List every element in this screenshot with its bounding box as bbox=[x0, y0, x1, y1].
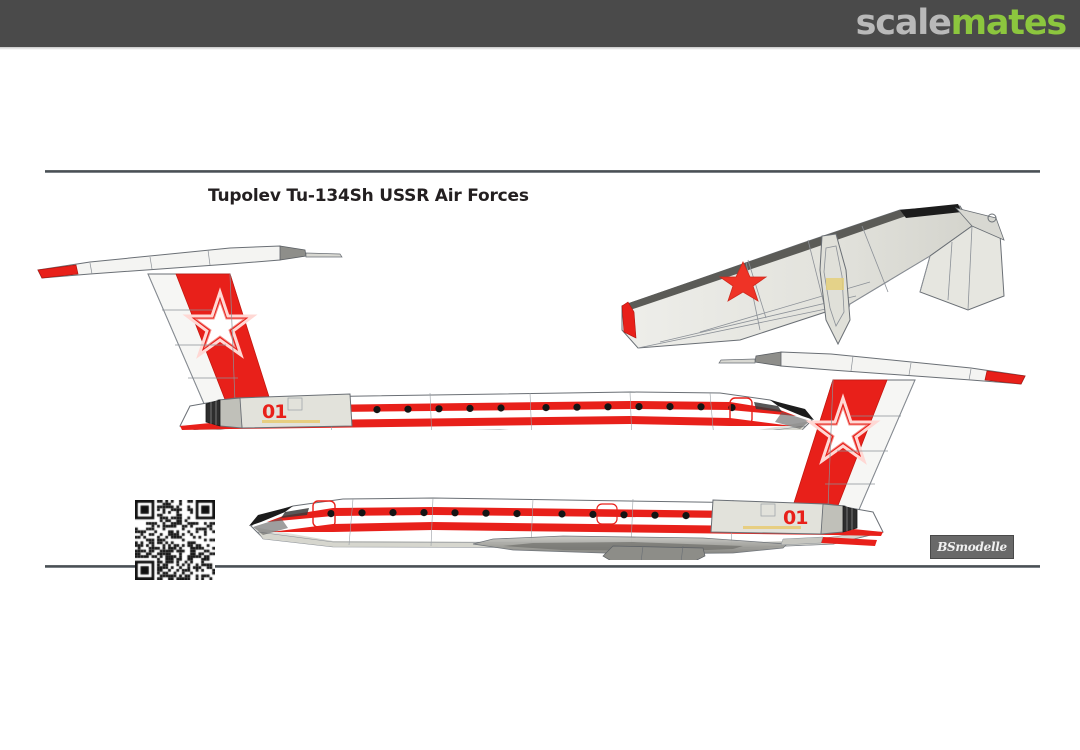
aircraft-profile-lower: 01 bbox=[249, 351, 1026, 560]
cabin-windows-upper bbox=[342, 403, 736, 414]
decal-sheet-artwork: Tupolev Tu-134Sh USSR Air Forces BSmodel… bbox=[0, 50, 1080, 750]
bort-number-upper: 01 bbox=[262, 401, 286, 423]
door-outline-upper bbox=[729, 397, 753, 425]
wing-star bbox=[718, 261, 768, 302]
vertical-fin-lower bbox=[792, 379, 916, 513]
bort-number-lower: 01 bbox=[783, 507, 807, 529]
header-shadow bbox=[0, 47, 1080, 50]
scalemates-logo[interactable]: scalemates bbox=[855, 3, 1068, 44]
divider-bottom bbox=[45, 565, 1040, 568]
door-outline-lower-nose bbox=[312, 500, 336, 528]
engine-nacelle-lower: 01 bbox=[710, 499, 858, 535]
wing-side-lower bbox=[472, 535, 877, 560]
qr-code[interactable] bbox=[135, 500, 215, 580]
logo-text-scale: scale bbox=[855, 3, 952, 43]
site-header-bar: scalemates bbox=[0, 0, 1080, 47]
watermark-bsmodelle: BSmodelle bbox=[930, 535, 1014, 559]
divider-top bbox=[45, 170, 1040, 173]
wing-upper-surface bbox=[621, 205, 973, 349]
horizontal-stabilizer-upper bbox=[37, 245, 343, 279]
engine-nacelle-upper: 01 bbox=[205, 393, 353, 429]
artwork-title: Tupolev Tu-134Sh USSR Air Forces bbox=[208, 186, 529, 206]
aircraft-profile-upper: 01 bbox=[37, 245, 814, 430]
logo-text-mates: mates bbox=[950, 3, 1068, 43]
gear-pod-marking bbox=[826, 278, 844, 290]
fin-star-lower bbox=[805, 393, 881, 465]
door-outline-lower-mid bbox=[596, 503, 618, 525]
horizontal-stabilizer-lower bbox=[718, 351, 1026, 385]
cabin-windows-lower bbox=[327, 509, 721, 520]
fin-star-upper bbox=[182, 287, 258, 359]
aircraft-wing-planform bbox=[621, 204, 1005, 349]
vertical-fin-upper bbox=[147, 273, 271, 407]
